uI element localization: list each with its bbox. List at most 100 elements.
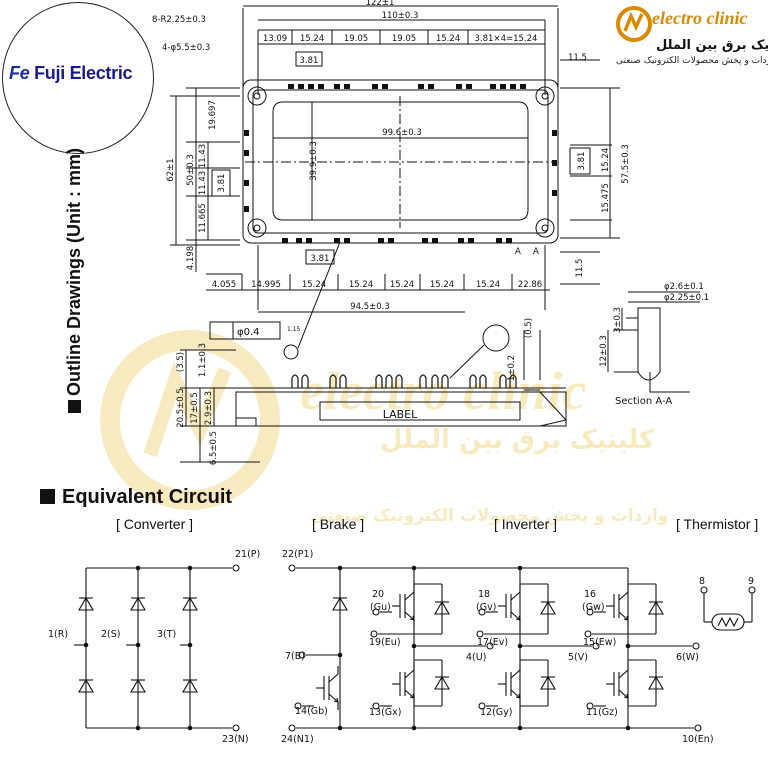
dim-side-17: 17±0.5 (190, 392, 200, 423)
dim-right-1: 15.24 (601, 148, 611, 172)
pin-1: 1(R) (48, 629, 68, 640)
dim-side-1: 1±0.2 (507, 355, 517, 381)
dim-bottom-3: 15.24 (302, 280, 326, 290)
dim-12: 12±0.3 (599, 335, 609, 366)
dim-bottom-1: 4.055 (212, 280, 236, 290)
section-inverter: [ Inverter ] (494, 516, 558, 532)
dim-bottom-4: 15.24 (349, 280, 373, 290)
igbt-w-high-icon (605, 583, 629, 629)
dim-tolerance: φ0.4 (237, 327, 260, 338)
dim-top-pitch-5: 15.24 (436, 34, 460, 44)
title-bullet-icon (40, 489, 55, 504)
pin-24: 24(N1) (281, 734, 314, 745)
pin-10: 10(En) (682, 734, 714, 745)
dim-3: 3±0.3 (613, 307, 623, 333)
logo-persian-sub: واردات و پخش محصولات الکترونیک صنعتی (616, 56, 768, 66)
pin-11: 11(Gz) (586, 707, 618, 718)
electro-clinic-logo: electro clinic کلینیک برق بین الملل وارد… (612, 2, 768, 70)
pin-12: 12(Gy) (480, 707, 513, 718)
dim-d225: φ2.25±0.1 (664, 293, 709, 303)
dim-bottom-7: 15.24 (476, 280, 500, 290)
igbt-w-low-icon (605, 661, 629, 707)
dim-side-35: (3.5) (176, 352, 186, 372)
dim-bottom-5: 15.24 (390, 280, 414, 290)
pin-2: 2(S) (101, 629, 121, 640)
section-thermistor: [ Thermistor ] (676, 516, 759, 532)
igbt-u-high-icon (391, 583, 415, 629)
pin-5: 5(V) (568, 652, 588, 663)
section-mark-a2: A (533, 247, 539, 257)
dim-top-pitch-total: 110±0.3 (382, 11, 419, 21)
pin-9: 9 (748, 576, 754, 587)
pin-20: 20 (372, 589, 384, 600)
brand-mark: Fe (9, 63, 30, 83)
dim-d26: φ2.6±0.1 (664, 282, 704, 292)
dim-left-5: 4.198 (186, 246, 196, 270)
logo-persian-name: کلینیک برق بین الملل (656, 38, 768, 53)
dim-side-29: 2.9±0.3 (204, 391, 214, 425)
pin-17: 17(Ev) (477, 637, 508, 648)
dim-bottom-2: 14.995 (251, 280, 281, 290)
dim-left-2: 11.43 (198, 144, 208, 168)
dim-h50: 50±0.3 (186, 154, 196, 185)
pin-19: 19(Eu) (369, 637, 401, 648)
dim-bottom-total: 94.5±0.3 (350, 302, 390, 312)
dim-side-65: 6.5±0.5 (209, 431, 219, 465)
dim-inner-height: 39.9±0.3 (309, 141, 319, 181)
dim-top-pitch-1: 13.09 (263, 34, 287, 44)
igbt-v-low-icon (497, 661, 521, 707)
pin-gv: (Gv) (476, 602, 496, 613)
pin-23: 23(N) (222, 734, 249, 745)
dim-h62: 62±1 (166, 158, 176, 181)
dim-side-11: 1.1±0.3 (198, 343, 208, 377)
dim-side-205: 20.5±0.5 (176, 388, 186, 428)
pin-15: 15(Ew) (583, 637, 616, 648)
dim-inner-width: 99.6±0.3 (382, 128, 422, 138)
dim-total-width: 122±1 (366, 0, 395, 8)
dim-left-1: 19.697 (208, 100, 218, 130)
label-text: LABEL (383, 408, 418, 421)
dim-side-05: (0.5) (524, 318, 534, 338)
pin-22: 22(P1) (282, 549, 313, 560)
section-mark-a1: A (515, 247, 521, 257)
logo-title: electro clinic (652, 8, 748, 28)
dim-top-pitch-2: 15.24 (300, 34, 324, 44)
dim-hole-r: 8-R2.25±0.3 (152, 15, 206, 25)
brand-name: Fe Fuji Electric (9, 63, 133, 84)
pin-7: 7(B) (285, 651, 305, 662)
pin-6: 6(W) (676, 652, 699, 663)
pin-8: 8 (699, 576, 705, 587)
dim-right-bottom: 11.5 (575, 259, 585, 278)
brake-igbt-icon (315, 665, 339, 711)
dim-left-4: 11.665 (198, 203, 208, 233)
dim-left-3: 11.43 (198, 171, 208, 195)
dim-bottom-6: 15.24 (430, 280, 454, 290)
pin-gu: (Gu) (370, 602, 391, 613)
dim-right-2: 15.475 (601, 183, 611, 213)
pin-13: 13(Gx) (369, 707, 402, 718)
pin-18: 18 (478, 589, 490, 600)
equivalent-title-text: Equivalent Circuit (62, 486, 233, 508)
outline-drawing: 122±1 8-R2.25±0.3 4-φ5.5±0.3 110±0.3 13.… (152, 0, 709, 465)
equivalent-circuit-title: Equivalent Circuit (40, 486, 232, 509)
dim-top-pitch-4: 19.05 (392, 34, 416, 44)
section-brake: [ Brake ] (312, 516, 365, 532)
pin-16: 16 (584, 589, 596, 600)
dim-top-small: 3.81 (300, 56, 319, 66)
dim-bottom-8: 22.86 (518, 280, 542, 290)
dim-right-top: 11.5 (568, 53, 587, 63)
electro-clinic-emblem-icon (616, 6, 652, 42)
equivalent-circuit: 21(P) 22(P1) 1(R) 2(S) 3(T) 23(N) 24(N1)… (48, 549, 756, 745)
dim-h57: 57.5±0.3 (621, 144, 631, 184)
igbt-v-high-icon (497, 583, 521, 629)
brand-logo-circle: Fe Fuji Electric (2, 2, 154, 154)
brand-name-text: Fuji Electric (34, 63, 133, 83)
pin-21: 21(P) (235, 549, 260, 560)
dim-top-pitch-3: 19.05 (344, 34, 368, 44)
dim-top-pitch-6: 3.81×4=15.24 (475, 34, 538, 44)
pin-4: 4(U) (466, 652, 486, 663)
section-converter: [ Converter ] (116, 516, 194, 532)
igbt-u-low-icon (391, 661, 415, 707)
section-aa-label: Section A-A (615, 396, 672, 407)
